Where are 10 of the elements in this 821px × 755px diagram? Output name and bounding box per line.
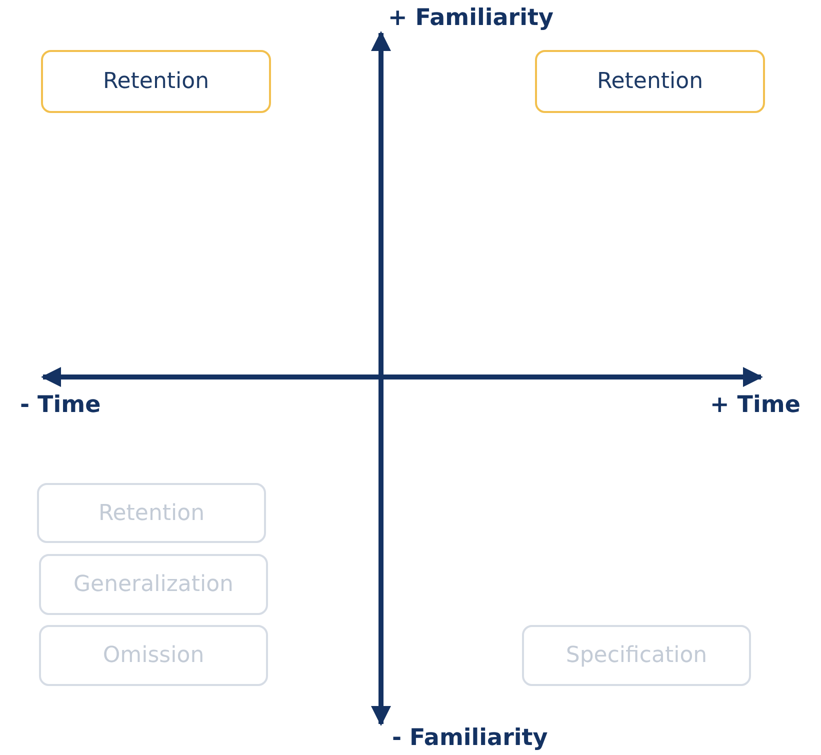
axis-label: - Time xyxy=(20,394,101,417)
quadrant-box: Generalization xyxy=(39,554,268,615)
quadrant-box: Omission xyxy=(39,625,268,686)
axis-label: - Familiarity xyxy=(392,727,548,750)
quadrant-box: Retention xyxy=(535,50,765,113)
axis-label: + Familiarity xyxy=(388,7,554,30)
quadrant-box: Retention xyxy=(41,50,271,113)
quadrant-box: Specification xyxy=(522,625,751,686)
quadrant-box: Retention xyxy=(37,483,266,543)
axis-label: + Time xyxy=(710,394,800,417)
